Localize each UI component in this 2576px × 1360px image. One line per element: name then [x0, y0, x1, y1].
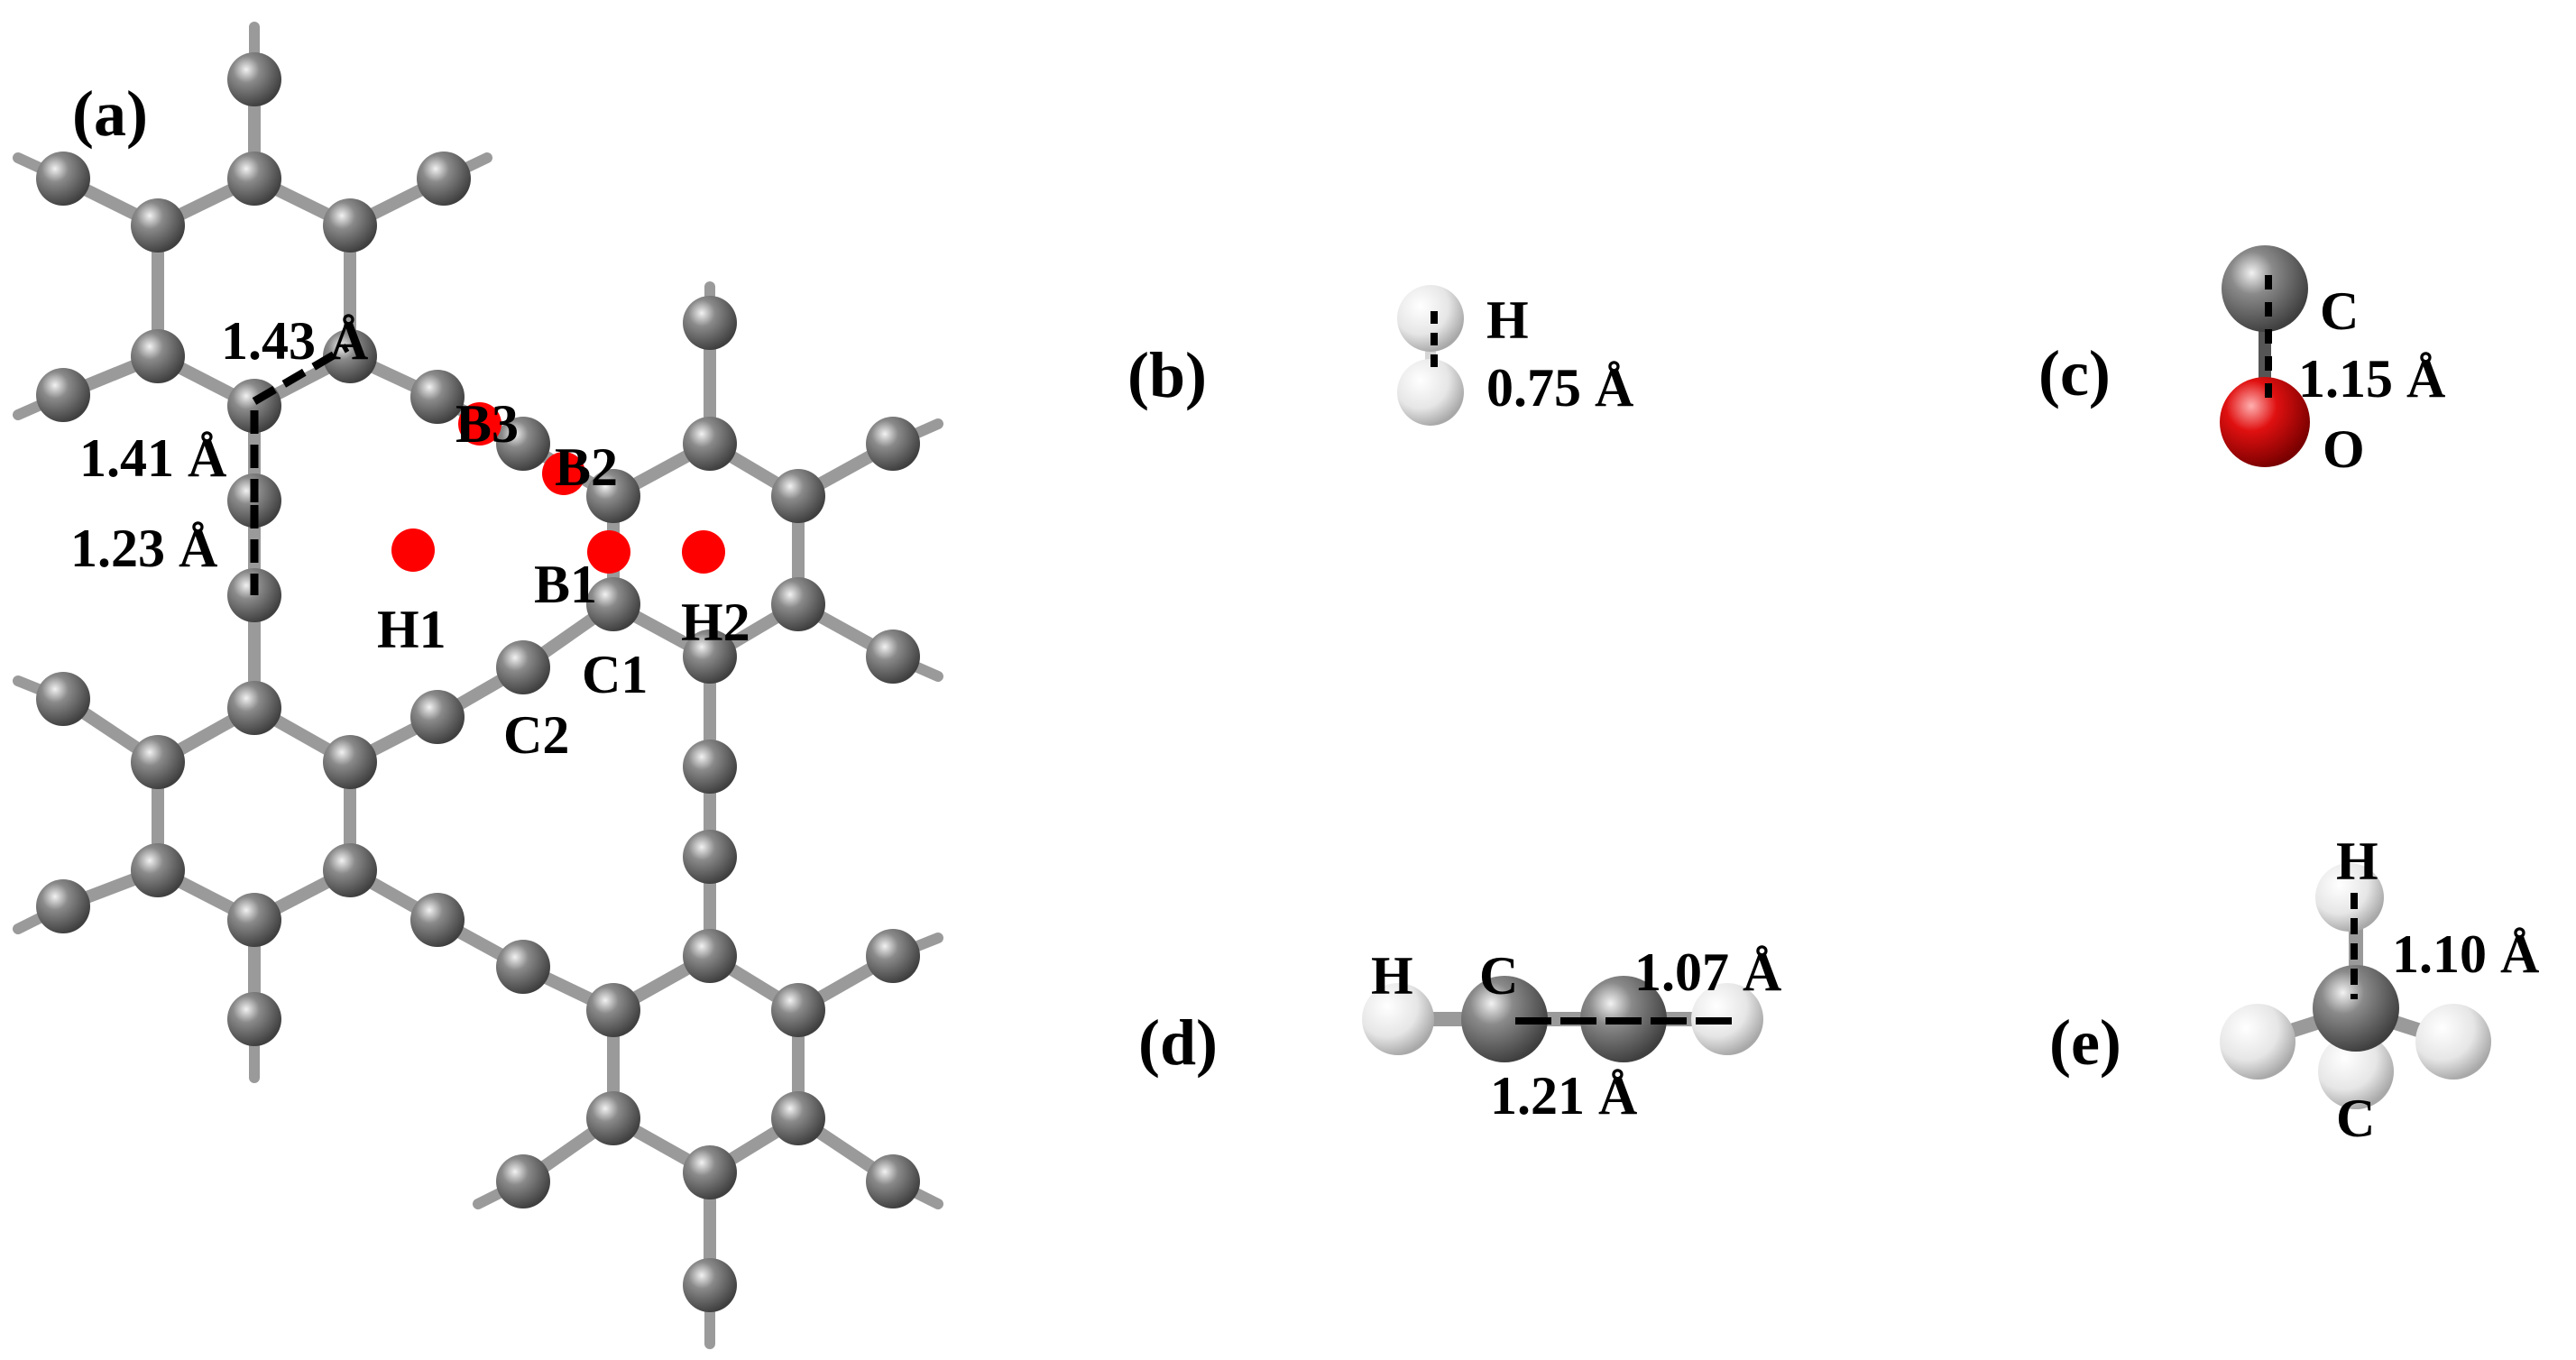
- panel-a-label: (a): [72, 78, 148, 150]
- carbon-atom-dc2: [496, 417, 550, 471]
- carbon-atom-b_l: [496, 1154, 550, 1208]
- distance-label-1-23: 1.23 Å: [70, 519, 217, 578]
- site-marker-b2: [542, 452, 585, 495]
- carbon-atom-r3: [771, 469, 825, 523]
- carbon-atom-r1: [683, 417, 737, 471]
- carbon-atom-t_top: [227, 52, 281, 106]
- carbon-atom-l2: [131, 735, 185, 789]
- carbon-atom-l_l: [36, 672, 90, 726]
- hydrogen-atom-right: [2415, 1004, 2491, 1080]
- panel-d-distance-ch: 1.07 Å: [1634, 942, 1781, 1002]
- carbon-atom-r6: [683, 629, 737, 684]
- panel-a-atoms: [36, 52, 920, 1312]
- hydrogen-atom-bottom: [2318, 1034, 2394, 1109]
- panel-c-atom-c: C: [2320, 281, 2359, 341]
- panel-d-atom-c: C: [1479, 946, 1518, 1006]
- panel-e-distance: 1.10 Å: [2392, 924, 2539, 984]
- carbon-atom-b2: [586, 983, 640, 1037]
- carbon-atom-b4: [586, 1091, 640, 1145]
- carbon-atom-dc1: [410, 370, 465, 424]
- oxygen-atom: [2220, 377, 2310, 467]
- carbon-atom-r_rr: [866, 629, 920, 684]
- panel-e-methane: (e) H 1.10 Å C: [2049, 832, 2539, 1148]
- carbon-atom-t_bl: [36, 368, 90, 422]
- distance-label-1-41: 1.41 Å: [79, 428, 226, 488]
- panel-b-label: (b): [1127, 339, 1207, 411]
- hydrogen-atom-left: [2220, 1004, 2295, 1080]
- carbon-atom-bc2: [496, 940, 550, 994]
- carbon-atom-r_top: [683, 296, 737, 350]
- site-marker-b3: [458, 402, 501, 446]
- carbon-atom-mc1: [410, 690, 465, 744]
- carbon-atom-b_r: [866, 929, 920, 983]
- site-label-b1: B1: [534, 555, 597, 614]
- carbon-atom: [2313, 965, 2399, 1052]
- carbon-atom-t1: [227, 152, 281, 206]
- carbon-atom-r4: [586, 577, 640, 631]
- carbon-atom-b_rr: [866, 1154, 920, 1208]
- carbon-atom-t3: [323, 198, 377, 253]
- bond-length-marker-1: [252, 344, 350, 405]
- panel-d-atom-h: H: [1371, 946, 1413, 1006]
- carbon-atom-l3: [323, 735, 377, 789]
- panel-d-distance-cc: 1.21 Å: [1490, 1066, 1637, 1126]
- carbon-atom-t5: [323, 329, 377, 383]
- site-marker-h2: [682, 530, 725, 574]
- site-label-h2: H2: [681, 593, 750, 652]
- panel-e-label: (e): [2049, 1006, 2121, 1079]
- panel-b-distance: 0.75 Å: [1486, 358, 1633, 418]
- carbon-atom-l1: [227, 681, 281, 735]
- panel-c-label: (c): [2038, 337, 2111, 409]
- panel-c-carbon-monoxide: (c) C 1.15 Å O: [2038, 245, 2445, 479]
- carbon-atom-b1: [683, 929, 737, 983]
- carbon-atom-r2: [586, 469, 640, 523]
- panel-a-adsorption-sites: [391, 402, 725, 574]
- panel-c-atom-o: O: [2323, 419, 2365, 479]
- atom-label-c1: C1: [582, 645, 648, 704]
- carbon-atom-bc1: [410, 893, 465, 947]
- carbon-atom-l_r2: [36, 879, 90, 933]
- panel-e-atom-c: C: [2336, 1089, 2375, 1148]
- panel-d-acetylene: (d) H C 1.07 Å 1.21 Å: [1138, 942, 1781, 1126]
- panel-b-hydrogen-molecule: (b) H 0.75 Å: [1127, 285, 1633, 426]
- carbon-atom-r_r: [866, 417, 920, 471]
- carbon-atom-rc1: [683, 740, 737, 794]
- carbon-atom-mc2: [496, 640, 550, 694]
- panel-c-distance: 1.15 Å: [2298, 349, 2445, 409]
- site-marker-h1: [391, 528, 435, 572]
- carbon-atom-t_l: [36, 152, 90, 206]
- hydrogen-atom-left: [1362, 983, 1434, 1055]
- carbon-atom-l6: [227, 893, 281, 947]
- carbon-atom-t_r: [417, 152, 471, 206]
- panel-e-atom-h: H: [2336, 832, 2378, 891]
- carbon-atom-rc2: [683, 830, 737, 884]
- hydrogen-atom-top: [2315, 863, 2384, 932]
- site-label-h1: H1: [377, 600, 446, 659]
- carbon-atom-b6: [683, 1145, 737, 1199]
- site-marker-b1: [587, 530, 630, 574]
- distance-label-1-43: 1.43 Å: [221, 311, 368, 371]
- panel-b-atom-h: H: [1486, 290, 1529, 350]
- site-label-b3: B3: [455, 394, 519, 454]
- carbon-atom-r5: [771, 577, 825, 631]
- panel-d-label: (d): [1138, 1006, 1218, 1079]
- carbon-atom-b5: [771, 1091, 825, 1145]
- panel-a-graphyne-structure: (a) 1.43 Å 1.41 Å 1.23 Å B3 B2 B1 H1 H2 …: [13, 22, 943, 1349]
- atom-label-c2: C2: [503, 705, 569, 765]
- carbon-atom-l_bot: [227, 992, 281, 1046]
- panel-a-bond-length-markers: [250, 344, 350, 595]
- carbon-atom-l5: [323, 843, 377, 897]
- carbon-atom-t2: [131, 198, 185, 253]
- carbon-atom-b3: [771, 983, 825, 1037]
- site-label-b2: B2: [555, 437, 618, 497]
- carbon-atom-b_bot: [683, 1258, 737, 1312]
- carbon-atom-left: [1461, 976, 1548, 1062]
- hydrogen-atom-bottom: [1397, 359, 1464, 426]
- carbon-atom-l4: [131, 843, 185, 897]
- carbon-atom-t4: [131, 329, 185, 383]
